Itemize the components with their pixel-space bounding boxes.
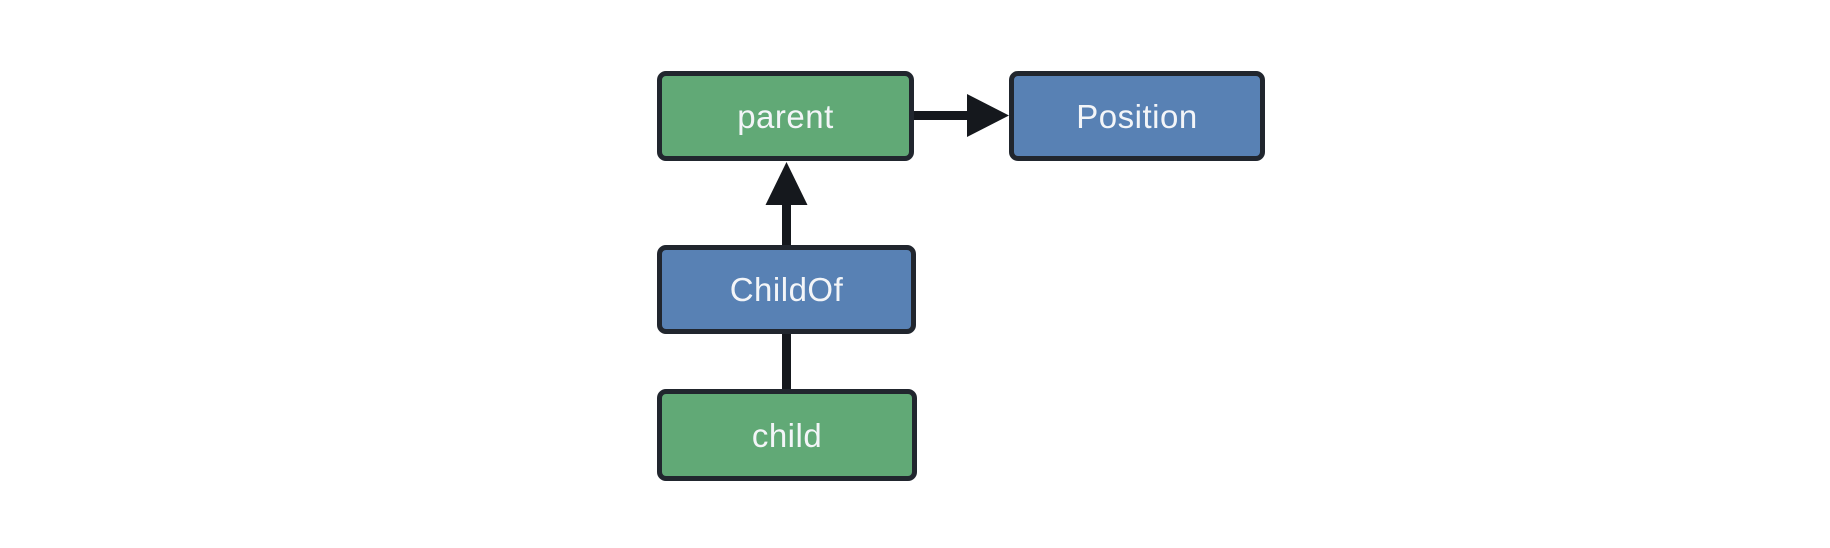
- edge-parent-to-position: [910, 94, 1009, 137]
- node-parent: parent: [657, 71, 914, 161]
- node-childof: ChildOf: [657, 245, 916, 334]
- node-childof-label: ChildOf: [729, 271, 844, 308]
- edge-childof-to-parent-arrowhead: [765, 162, 808, 205]
- node-child-label: child: [751, 416, 823, 454]
- node-position: Position: [1009, 71, 1265, 161]
- node-position-label: Position: [1076, 97, 1198, 135]
- edge-childof-to-parent: [765, 162, 808, 249]
- node-child: child: [657, 389, 917, 481]
- edge-parent-to-position-arrowhead: [967, 94, 1009, 137]
- node-parent-label: parent: [737, 97, 834, 135]
